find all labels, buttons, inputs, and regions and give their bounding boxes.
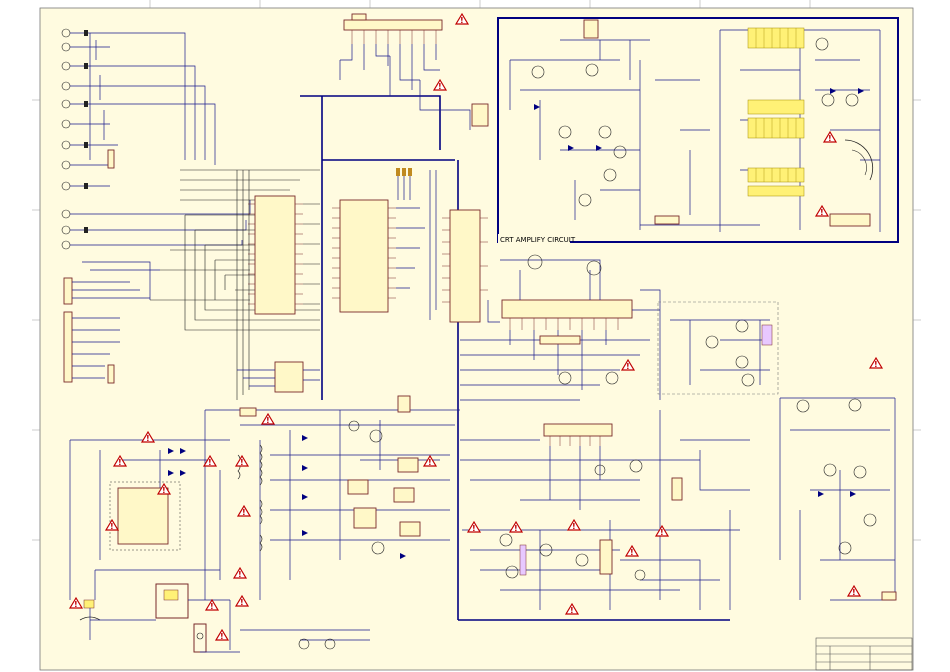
svg-text:!: ! [240, 458, 244, 467]
mcu-ic-center [332, 168, 425, 313]
svg-text:!: ! [238, 570, 242, 579]
svg-text:!: ! [210, 602, 214, 611]
mcu-ic-left [248, 195, 320, 315]
power-supply [69, 395, 460, 653]
svg-text:!: ! [266, 416, 270, 425]
svg-text:!: ! [240, 598, 244, 607]
svg-text:!: ! [162, 486, 166, 495]
svg-text:!: ! [74, 600, 78, 609]
svg-text:!: ! [874, 360, 878, 369]
audio-amp-block [657, 301, 779, 395]
svg-text:!: ! [852, 588, 856, 597]
crt-section-label: CRT AMPLIFY CIRCUIT [500, 236, 576, 244]
sound-ic [460, 410, 750, 600]
svg-text:!: ! [118, 458, 122, 467]
svg-text:!: ! [820, 208, 824, 217]
zone-ruler [32, 0, 921, 541]
eeprom-ic [237, 361, 320, 393]
svg-text:!: ! [828, 134, 832, 143]
av-input-jacks [61, 28, 251, 250]
warning-triangle-icon: ! ! ! ! ! ! ! ! ! ! ! ! ! ! ! ! ! ! ! ! … [68, 12, 884, 641]
svg-text:!: ! [460, 16, 464, 25]
svg-text:!: ! [220, 632, 224, 641]
svg-text:!: ! [146, 434, 150, 443]
jungle-ic [460, 254, 661, 401]
crt-amplify-section: CRT AMPLIFY CIRCUIT [497, 17, 899, 244]
svg-text:!: ! [242, 508, 246, 517]
svg-text:!: ! [660, 528, 664, 537]
svg-text:!: ! [630, 548, 634, 557]
svg-text:!: ! [438, 82, 442, 91]
svg-text:!: ! [208, 458, 212, 467]
svg-text:!: ! [110, 522, 114, 531]
svg-text:!: ! [626, 362, 630, 371]
signal-bundle [150, 169, 320, 400]
svg-text:!: ! [570, 606, 574, 615]
vertical-output [779, 397, 897, 601]
svg-text:!: ! [472, 524, 476, 533]
svg-text:!: ! [572, 522, 576, 531]
scart-connector [63, 149, 160, 384]
svg-text:!: ! [514, 524, 518, 533]
svg-text:!: ! [428, 458, 432, 467]
mcu-ic-right [429, 170, 500, 323]
horizontal-deflection [458, 510, 740, 621]
title-block [815, 637, 913, 671]
tuner-connector [339, 13, 489, 130]
